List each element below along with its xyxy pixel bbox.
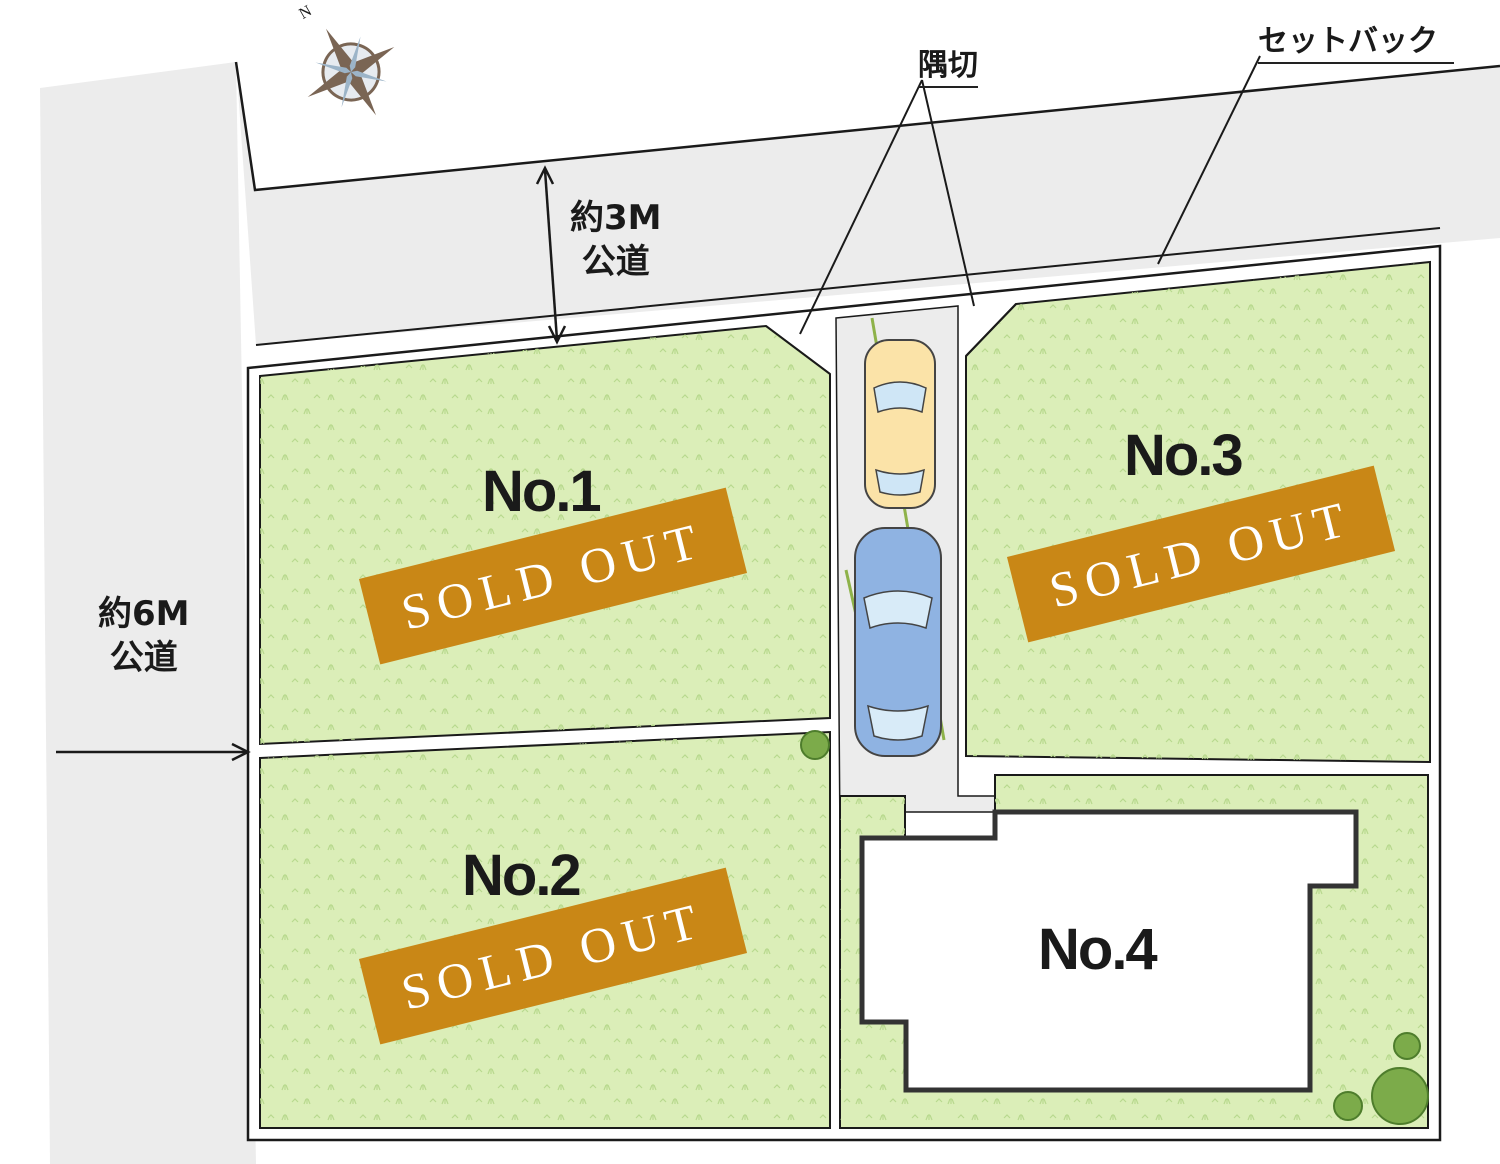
compass-rose-icon <box>307 28 395 116</box>
blue-car <box>854 527 942 757</box>
north-road-label: 約3M 公道 <box>570 196 662 284</box>
north-road-type: 公道 <box>581 242 650 282</box>
north-road-width: 約3M <box>570 198 662 238</box>
house-footprint <box>859 809 1359 1093</box>
shrub <box>800 730 830 760</box>
west-road-width: 約6M <box>98 594 190 634</box>
lot-4-number: No.4 <box>1038 917 1158 982</box>
west-road-type: 公道 <box>109 638 178 678</box>
lot-1-number: No.1 <box>482 459 602 524</box>
tree <box>1371 1067 1429 1125</box>
shrub <box>1333 1091 1363 1121</box>
yellow-car <box>864 339 936 509</box>
lot-3-number: No.3 <box>1124 423 1244 488</box>
setback-callout: セットバック <box>1258 16 1454 64</box>
shrub <box>1393 1032 1421 1060</box>
corner-cut-callout: 隅切 <box>918 40 978 88</box>
west-road <box>40 62 256 1164</box>
lot-2-number: No.2 <box>462 843 582 908</box>
west-road-label: 約6M 公道 <box>98 592 190 680</box>
